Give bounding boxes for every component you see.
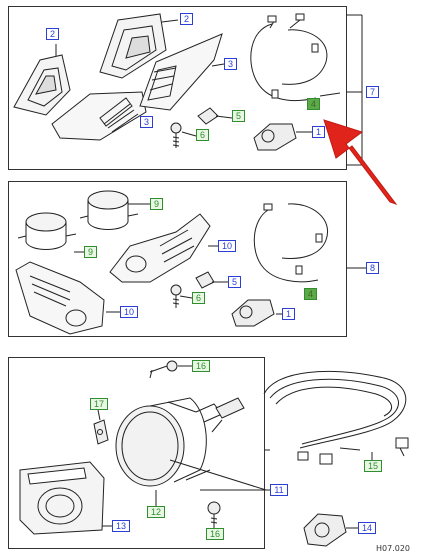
callout-tag: 9 — [84, 246, 97, 258]
callout-tag: 16 — [206, 528, 224, 540]
callout-tag: 10 — [218, 240, 236, 252]
group-callout-tag: 7 — [366, 86, 379, 98]
callout-tag: 5 — [232, 110, 245, 122]
group-callout-tag: 11 — [270, 484, 288, 496]
callout-tag: 17 — [90, 398, 108, 410]
callout-tag: 12 — [147, 506, 165, 518]
connector-callout-tag: 4 — [304, 288, 317, 300]
callout-tag: 1 — [282, 308, 295, 320]
callout-tag: 10 — [120, 306, 138, 318]
callout-tag: 3 — [140, 116, 153, 128]
callout-tag: 5 — [228, 276, 241, 288]
callout-tag: 9 — [150, 198, 163, 210]
callout-tag: 6 — [192, 292, 205, 304]
callout-tag: 1 — [312, 126, 325, 138]
callout-tag: 2 — [180, 13, 193, 25]
callout-tag: 15 — [364, 460, 382, 472]
callout-tag: 2 — [46, 28, 59, 40]
callout-tag: 14 — [358, 522, 376, 534]
red-arrow-icon — [323, 119, 398, 205]
callout-tag: 16 — [192, 360, 210, 372]
callout-tag: 3 — [224, 58, 237, 70]
callout-tag: 13 — [112, 520, 130, 532]
group-callout-tag: 8 — [366, 262, 379, 274]
callout-tag: 6 — [196, 129, 209, 141]
drawing-code: H07.020 — [376, 544, 411, 553]
connector-callout-tag: 4 — [307, 98, 320, 110]
